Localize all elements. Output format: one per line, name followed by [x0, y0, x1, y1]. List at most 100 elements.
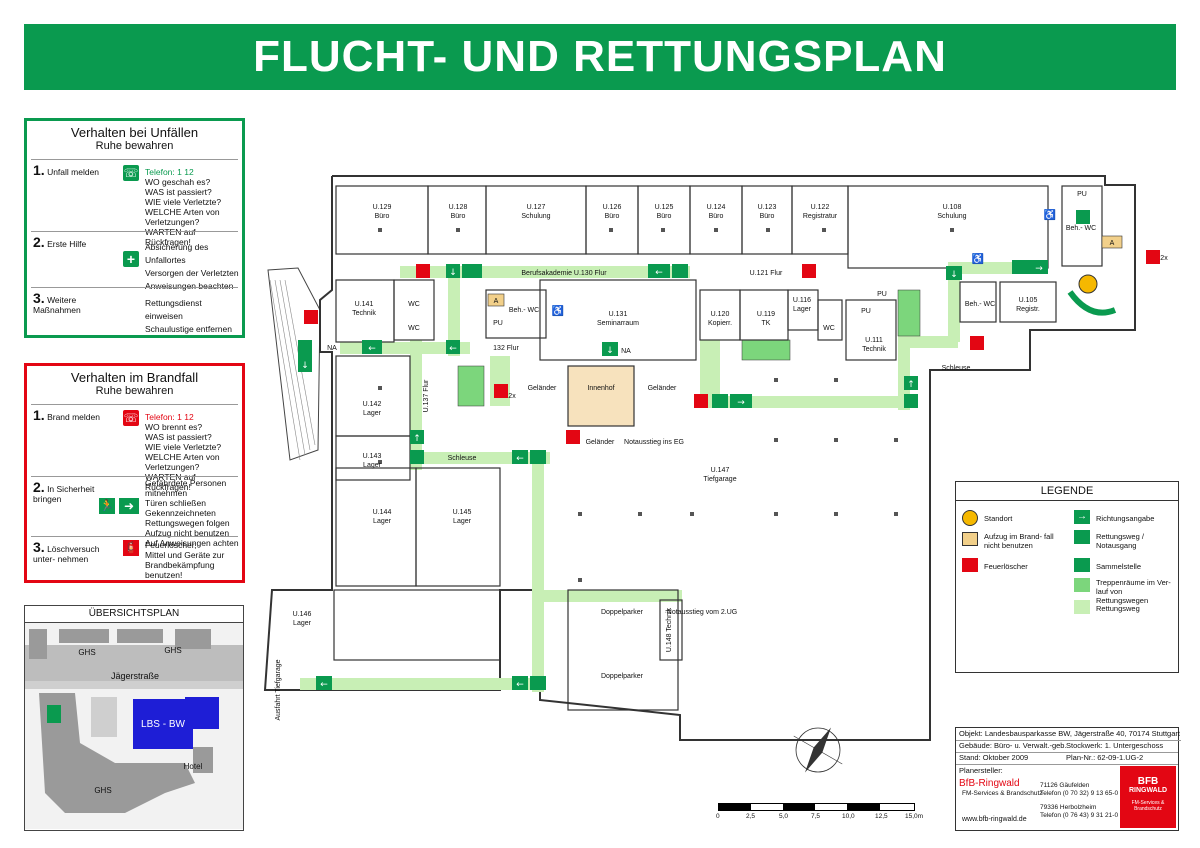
room-name: Lager: [363, 410, 382, 417]
arrow-left-icon: [446, 340, 460, 354]
room-id: U.145: [453, 509, 472, 516]
building-line: Gebäude: Büro- u. Verwalt.-geb.: [959, 741, 1067, 750]
arrow-right-icon: ➜: [119, 498, 139, 514]
railing-label: Geländer: [648, 385, 677, 392]
beh-wc-label: Beh.- WC: [509, 307, 539, 314]
step-number: 2.: [33, 234, 45, 250]
room-id: U.131: [609, 311, 628, 318]
step-number: 2.: [33, 479, 45, 495]
legend-label: Richtungsangabe: [1096, 514, 1155, 523]
floor-line: Stockwerk: 1. Untergeschoss: [1066, 741, 1164, 750]
room-id: U.111: [865, 337, 883, 344]
room-id: U.129: [373, 204, 392, 211]
room-name: Technik: [862, 346, 886, 353]
step-detail: Türen schließen: [145, 498, 206, 508]
step-detail: Anweisungen beachten: [145, 281, 234, 291]
room-name: Technik: [352, 310, 376, 317]
step-detail: WARTEN auf Rückfragen!: [145, 227, 196, 247]
room-id: U.108: [943, 204, 962, 211]
overview-label: Jägerstraße: [111, 671, 159, 681]
pu-label: PU: [877, 291, 887, 298]
step-detail: WO brennt es?: [145, 422, 203, 432]
room-name: Lager: [373, 518, 392, 525]
legend: LEGENDE Standort Aufzug im Brand- fall n…: [955, 481, 1179, 673]
railing-label: Geländer: [528, 385, 557, 392]
room-name: Registratur: [803, 213, 838, 220]
extinguisher-icon: [566, 430, 580, 444]
room-id: U.125: [655, 204, 674, 211]
svg-text:↑: ↑: [907, 380, 915, 390]
extinguisher-icon: 🧯: [123, 540, 139, 556]
extinguisher-count: 2x: [508, 393, 516, 400]
location-marker-icon: [1078, 274, 1098, 294]
step-detail: Auf Anweisungen achten: [145, 538, 239, 548]
overview-label: GHS: [94, 786, 111, 795]
exit-running-icon: [1076, 210, 1090, 224]
extinguisher-icon: [802, 264, 816, 278]
wc-label: WC: [408, 325, 420, 332]
step-detail: WARTEN auf Rückfragen!: [145, 472, 196, 492]
innenhof-label: Innenhof: [587, 385, 614, 392]
step-detail: Versorgen der Verletzten: [145, 268, 239, 278]
legend-label: Feuerlöscher: [984, 562, 1028, 571]
wheelchair-icon: ♿: [552, 304, 564, 317]
svg-text:←: ←: [449, 344, 457, 354]
exit-running-icon: [672, 264, 688, 278]
room-id: U.126: [603, 204, 622, 211]
room-name: Registr.: [1016, 306, 1040, 313]
room-name: Schulung: [937, 213, 966, 220]
room-id: U.120: [711, 311, 730, 318]
room-name: Lager: [363, 462, 382, 469]
step-detail: Gekennzeichneten: [145, 508, 216, 518]
wheelchair-icon: ♿: [1044, 208, 1056, 221]
phone-1: Telefon (0 70 32) 9 13 65-0: [1040, 790, 1119, 797]
svg-text:←: ←: [655, 268, 663, 278]
step-detail: Aufzug nicht benutzen: [145, 528, 230, 538]
step-number: 3.: [33, 290, 45, 306]
room-name: Büro: [709, 213, 724, 220]
arrow-down-icon: [946, 266, 962, 280]
step-number: 3.: [33, 539, 45, 555]
room-id: U.127: [527, 204, 546, 211]
wc-label: WC: [823, 325, 835, 332]
room-id: U.146: [293, 611, 312, 618]
route-swatch: [1074, 600, 1090, 614]
accident-box-title: Verhalten bei Unfällen: [70, 125, 199, 140]
overview-label: GHS: [164, 646, 181, 655]
arrow-left-icon: [648, 264, 670, 278]
arrow-up-icon: [410, 430, 424, 444]
step-label: Erste Hilfe: [47, 239, 87, 249]
room-name: Büro: [451, 213, 466, 220]
room-id: U.142: [363, 401, 382, 408]
technik-148-label: U.148 Technik: [666, 607, 673, 652]
address-2: 79336 Herbolzheim: [1040, 804, 1097, 811]
creator-label: Planersteller:: [959, 766, 1003, 775]
extinguisher-count: 2x: [1160, 255, 1168, 262]
date-line: Stand: Oktober 2009: [959, 753, 1029, 762]
extinguisher-icon: [962, 558, 978, 572]
wc-label: WC: [408, 301, 420, 308]
room-name: Büro: [375, 213, 390, 220]
room-name: Seminarraum: [597, 320, 639, 327]
step-detail: Absicherung des Unfallortes: [145, 242, 209, 265]
step-label: Unfall melden: [47, 167, 100, 177]
emergency-exit-label: Notausstieg vom 2.UG: [667, 609, 737, 616]
arrow-down-icon: [602, 342, 618, 356]
overview-map: GHS GHS Jägerstraße LBS - BW GHS Hotel: [25, 623, 243, 829]
arrow-down-icon: [298, 356, 312, 372]
step-detail: Schaulustige entfernen: [145, 324, 232, 334]
elevator-warning-icon: [962, 532, 978, 546]
corridor-label: 132 Flur: [493, 345, 519, 352]
arrow-right-icon: →: [1074, 510, 1090, 524]
room-id: U.105: [1019, 297, 1038, 304]
website-link[interactable]: www.bfb-ringwald.de: [962, 816, 1027, 823]
step-number: 1.: [33, 162, 45, 178]
legend-title: LEGENDE: [956, 482, 1178, 501]
pu-label: PU: [1077, 191, 1087, 198]
room-name: Lager: [793, 306, 812, 313]
scale-tick: 0: [716, 813, 720, 820]
svg-text:←: ←: [320, 680, 328, 690]
svg-text:↓: ↓: [301, 361, 309, 371]
scale-tick: 2,5: [746, 813, 756, 820]
